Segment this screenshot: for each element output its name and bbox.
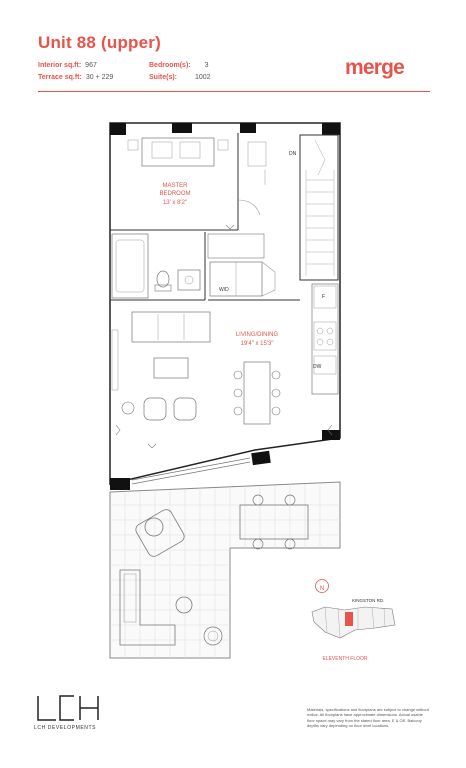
bathroom — [110, 232, 206, 301]
master-bedroom-name: MASTER — [162, 183, 188, 189]
merge-logo: merge — [345, 56, 405, 79]
master-bedroom — [110, 133, 267, 231]
bedrooms: Bedroom(s):3 — [149, 62, 209, 69]
master-bedroom-dims: 13' x 8'2" — [163, 200, 187, 206]
unit-title: Unit 88 (upper) — [38, 33, 161, 52]
stairs-down-label: DN — [289, 151, 297, 157]
exterior-walls — [109, 122, 341, 490]
north-label: N — [320, 586, 324, 592]
terrace-area — [109, 481, 341, 659]
fridge-label: F — [322, 294, 325, 300]
floor-label: ELEVENTH FLOOR — [322, 656, 367, 662]
suites: Suite(s):1002 — [149, 74, 211, 81]
master-bedroom-name-2: BEDROOM — [159, 191, 190, 197]
terrace-sqft: Terrace sq.ft:30 + 229 — [38, 74, 114, 81]
living-dining — [111, 224, 333, 449]
laundry — [207, 233, 300, 301]
unit-location-marker — [345, 612, 353, 626]
stairs — [299, 134, 339, 281]
living-dining-name: LIVING/DINING — [236, 332, 279, 338]
living-dining-dims: 19'4" x 15'3" — [241, 341, 274, 347]
disclaimer: Materials, specifications and floorplans… — [307, 707, 429, 729]
key-plan: N KINGSTON RD. ELEVENTH FLOOR — [311, 579, 396, 662]
north-arrow-icon — [315, 579, 329, 593]
developer-name: LCH DEVELOPMENTS — [34, 725, 97, 731]
header-rule — [38, 91, 430, 92]
washer-dryer-label: W/D — [219, 287, 229, 293]
interior-sqft: Interior sq.ft:967 — [38, 62, 97, 69]
kitchen — [311, 283, 339, 395]
lch-logo-icon — [37, 695, 99, 721]
dishwasher-label: DW — [313, 364, 322, 370]
street-label: KINGSTON RD. — [352, 598, 384, 603]
